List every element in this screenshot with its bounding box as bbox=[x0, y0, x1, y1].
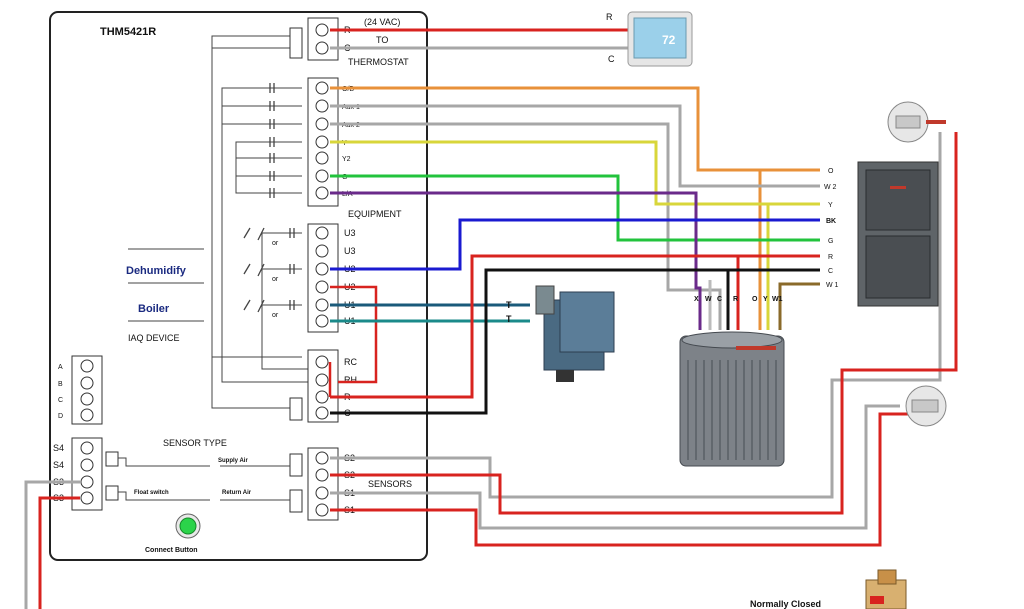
internal-bus-lines bbox=[211, 35, 310, 409]
sensor-type-label: SENSOR TYPE bbox=[163, 438, 227, 448]
dehumidify-label: Dehumidify bbox=[126, 265, 187, 277]
red-jumpers bbox=[328, 285, 378, 397]
ah-w2: W 2 bbox=[824, 184, 837, 191]
terminal-block-thermostat bbox=[289, 17, 339, 61]
thermostat-group-top: (24 VAC) bbox=[364, 17, 400, 27]
term-b: B bbox=[58, 381, 63, 388]
or-label-2: or bbox=[272, 276, 279, 283]
thermostat-c: C bbox=[608, 54, 615, 64]
supply-air-label: Supply Air bbox=[218, 458, 248, 464]
sensors-label: SENSORS bbox=[368, 479, 412, 489]
ah-y: Y bbox=[828, 202, 833, 209]
thermostat-group-bot: THERMOSTAT bbox=[348, 57, 409, 67]
cond-w1: W1 bbox=[772, 296, 783, 303]
term-a: A bbox=[58, 364, 63, 371]
or-label-1: or bbox=[272, 240, 279, 247]
term-rh: RH bbox=[344, 375, 357, 385]
term-y2: Y2 bbox=[342, 156, 351, 163]
thermostat-group-mid: TO bbox=[376, 35, 388, 45]
terminal-block-rc bbox=[289, 349, 339, 423]
duct-sensor-supply-icon bbox=[887, 101, 946, 143]
cond-w: W bbox=[705, 296, 712, 303]
ah-c: C bbox=[828, 268, 833, 275]
cond-x: X bbox=[694, 296, 699, 303]
boiler-icon bbox=[535, 285, 615, 382]
cond-c: C bbox=[717, 296, 722, 303]
ah-o: O bbox=[828, 168, 834, 175]
ah-g: G bbox=[828, 238, 833, 245]
thermostat-display: 72 bbox=[662, 33, 676, 47]
cond-y: Y bbox=[763, 296, 768, 303]
relay-contacts bbox=[243, 83, 295, 313]
return-air-label: Return Air bbox=[222, 490, 252, 496]
terminal-block-sensors bbox=[289, 447, 339, 521]
air-handler-icon bbox=[857, 161, 939, 307]
boiler-t1: T bbox=[506, 300, 512, 310]
term-s4b: S4 bbox=[53, 460, 64, 470]
term-c-abcd: C bbox=[58, 397, 63, 404]
term-s4a: S4 bbox=[53, 443, 64, 453]
terminal-block-iaq bbox=[307, 223, 339, 333]
float-switch-icon bbox=[865, 569, 907, 609]
controller-model: THM5421R bbox=[100, 26, 156, 38]
boiler-label: Boiler bbox=[138, 303, 170, 315]
or-label-3: or bbox=[272, 312, 279, 319]
normally-closed-label: Normally Closed bbox=[750, 599, 821, 609]
terminal-block-abcd bbox=[71, 355, 103, 425]
cond-r: R bbox=[733, 296, 738, 303]
equipment-label: EQUIPMENT bbox=[348, 209, 402, 219]
term-u3a: U3 bbox=[344, 228, 356, 238]
term-d: D bbox=[58, 413, 63, 420]
thermostat-r: R bbox=[606, 12, 613, 22]
term-rc: RC bbox=[344, 357, 357, 367]
connect-button[interactable] bbox=[179, 517, 197, 535]
ah-bk: BK bbox=[826, 218, 836, 225]
connect-button-label: Connect Button bbox=[145, 547, 198, 554]
ah-r: R bbox=[828, 254, 833, 261]
iaq-device-label: IAQ DEVICE bbox=[128, 333, 180, 343]
cond-o: O bbox=[752, 296, 758, 303]
condenser-unit-icon bbox=[679, 331, 785, 467]
wires bbox=[24, 28, 958, 609]
ah-w1: W 1 bbox=[826, 282, 839, 289]
duct-sensor-return-icon bbox=[905, 385, 947, 427]
boiler-t2: T bbox=[506, 314, 512, 324]
float-switch-label: Float switch bbox=[134, 490, 169, 496]
terminal-block-equipment bbox=[307, 77, 339, 207]
thermostat-device: 72 bbox=[627, 11, 693, 67]
term-u3b: U3 bbox=[344, 246, 356, 256]
